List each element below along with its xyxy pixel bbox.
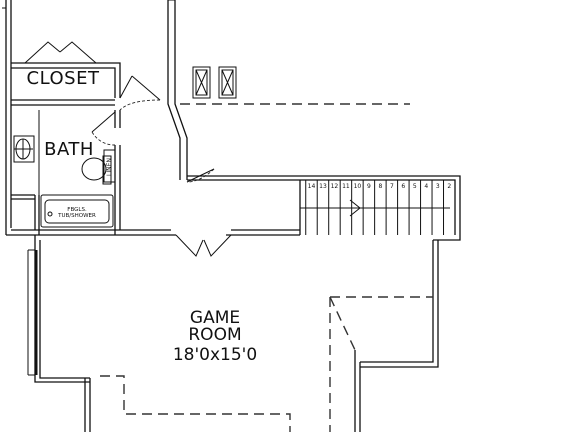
dashed-lines [100,103,433,432]
stair-number: 14 [308,183,316,190]
skylight-icon [192,66,211,99]
tub-label-2: TUB/SHOWER [57,213,96,219]
stair-number: 4 [424,183,428,190]
labels: CLOSET BATH GAME ROOM 18'0x15'0 FBGLS. T… [27,68,258,365]
linen-label: LINEN [106,158,113,176]
tub-shower-icon [40,194,114,228]
fixtures [13,66,237,228]
stair-number: 3 [436,183,440,190]
toilet-icon [81,155,112,185]
stair-number: 8 [378,183,382,190]
stair-number: 12 [331,183,339,190]
stair-number: 7 [390,183,394,190]
stair-number: 2 [447,183,451,190]
skylight-icon [218,66,237,99]
game-room-label-2: ROOM [188,325,241,345]
stair-number: 10 [354,183,362,190]
tub-label-1: FBGLS. [67,207,87,213]
stair-number: 5 [413,183,417,190]
stair-number: 11 [342,183,350,190]
game-room-dimensions: 18'0x15'0 [173,345,257,365]
linen-cabinet [103,149,116,183]
doors [91,75,232,257]
closet-label: CLOSET [27,68,100,89]
game-room-label-1: GAME [190,308,240,328]
walls [2,0,461,432]
stair-arrow [300,199,450,217]
bath-label: BATH [44,139,94,160]
stair-number: 9 [367,183,371,190]
sink-icon [13,135,35,163]
stair-number: 6 [401,183,405,190]
stair-number: 13 [319,183,327,190]
